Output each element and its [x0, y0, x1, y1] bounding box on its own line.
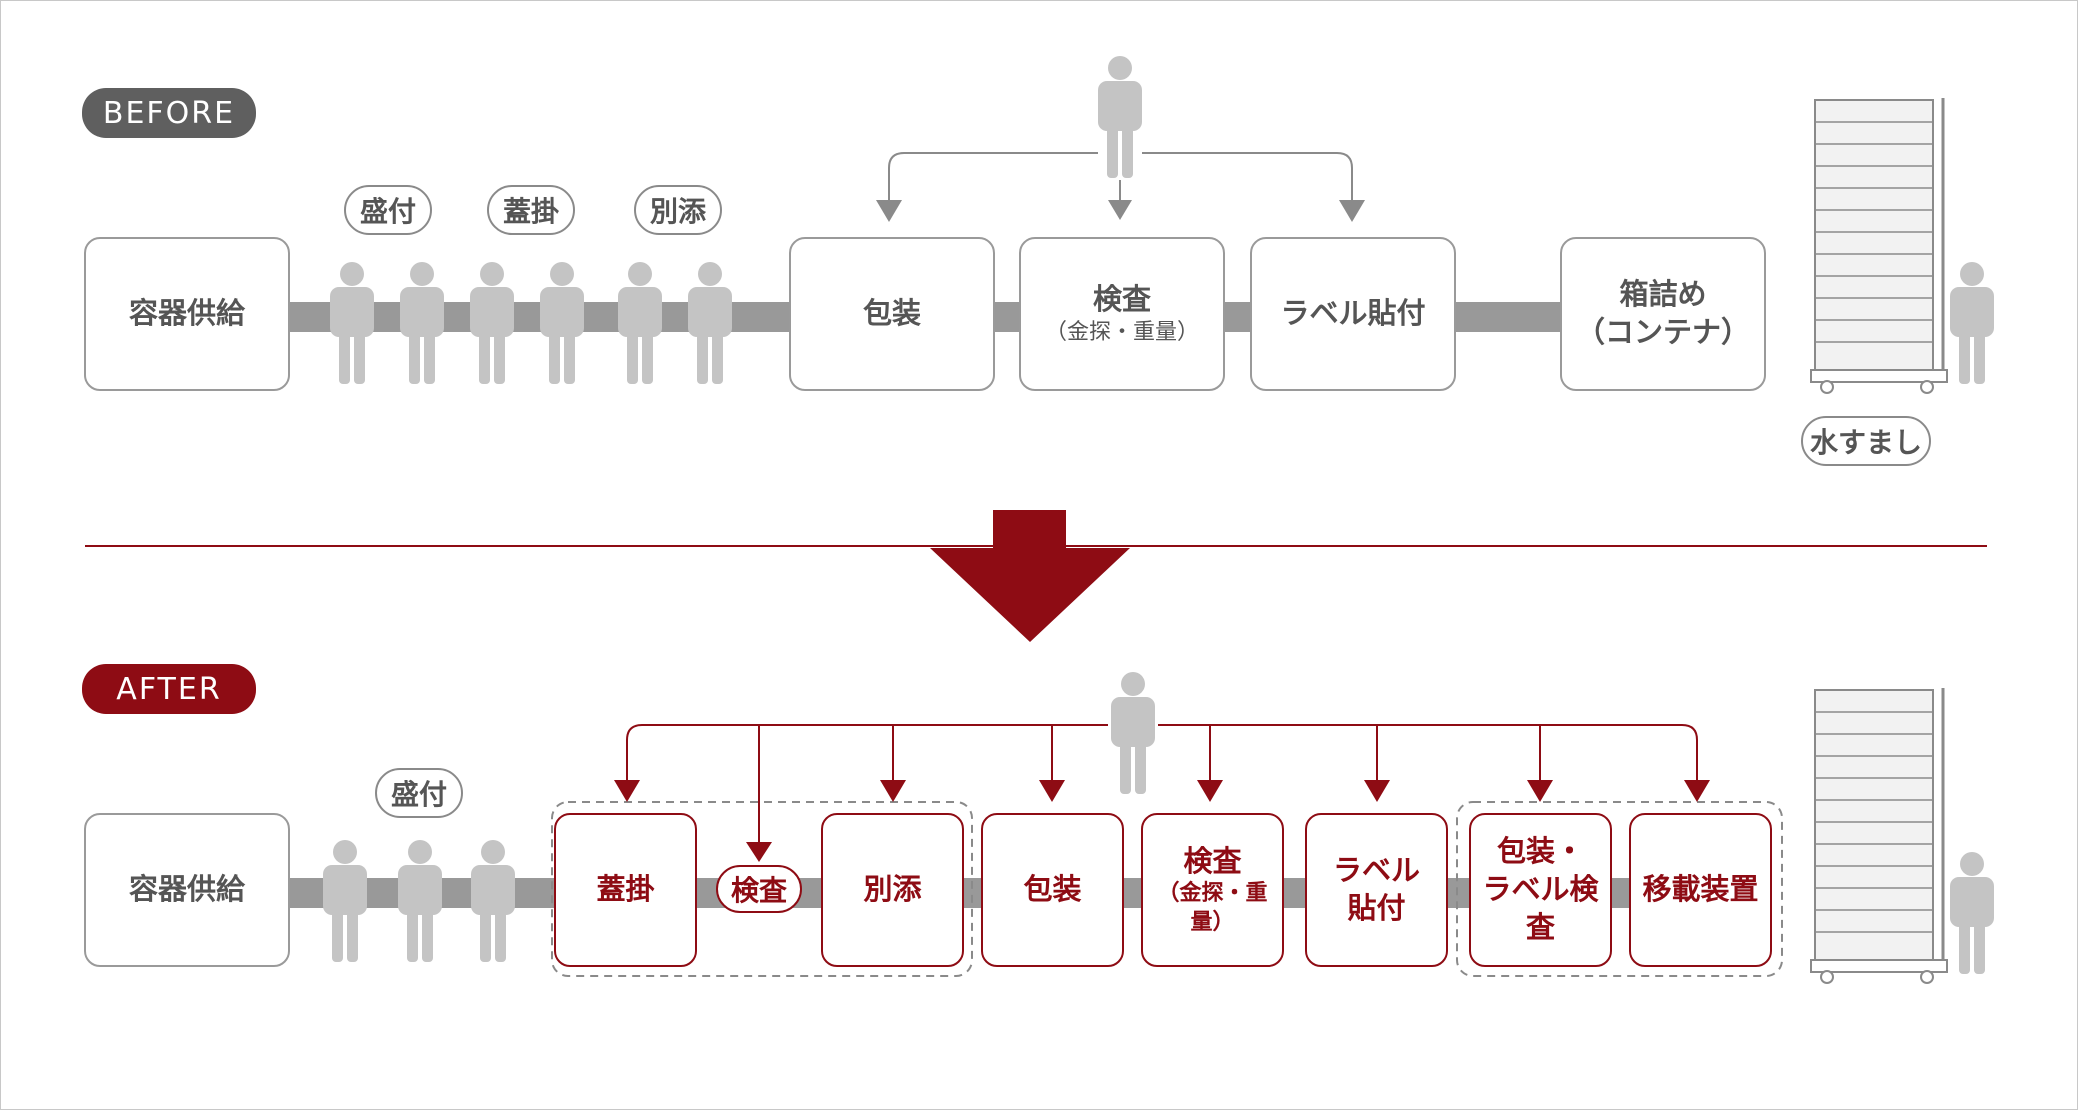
box-packaging-label: 包装	[862, 296, 921, 331]
person-icon	[400, 262, 444, 384]
group-pack-transfer	[1456, 801, 1783, 977]
box-inspection-sub: （金探・重量）	[1044, 319, 1199, 345]
label-bettei: 別添	[634, 185, 722, 235]
after-box-futagake: 蓋掛	[554, 813, 697, 967]
after-conveyor-3	[962, 878, 982, 908]
box-boxing-line2: （コンテナ）	[1575, 315, 1750, 349]
person-icon	[688, 262, 732, 384]
cart-rack-icon	[1809, 686, 1949, 985]
box-inspection-label: 検査	[1092, 281, 1151, 316]
box-label: ラベル貼付	[1250, 237, 1456, 391]
person-icon	[470, 262, 514, 384]
person-icon	[1950, 262, 1994, 384]
after-box-futagake-label: 蓋掛	[596, 872, 655, 907]
after-conveyor-7	[1610, 878, 1630, 908]
cart-rack-icon	[1809, 96, 1949, 395]
label-morituke: 盛付	[344, 185, 432, 235]
label-after-morituke: 盛付	[375, 768, 463, 818]
after-box-bettei-label: 別添	[863, 872, 922, 907]
after-arrowheads	[614, 780, 1710, 862]
before-conveyor-3	[1222, 302, 1252, 332]
box-supply-label: 容器供給	[128, 296, 245, 331]
box-boxing-line1: 箱詰め	[1619, 277, 1707, 312]
after-box-label: ラベル 貼付	[1305, 813, 1448, 967]
person-icon	[1111, 672, 1155, 794]
box-packaging: 包装	[789, 237, 995, 391]
person-icon	[618, 262, 662, 384]
after-box-packaging: 包装	[981, 813, 1124, 967]
after-box-supply-label: 容器供給	[128, 872, 245, 907]
person-icon	[330, 262, 374, 384]
after-box-transfer: 移載装置	[1629, 813, 1772, 967]
person-icon	[540, 262, 584, 384]
after-box-inspection: 検査 （金探・重量）	[1141, 813, 1284, 967]
before-arrows	[888, 152, 1353, 202]
label-mizusumashi: 水すまし	[1801, 416, 1931, 466]
box-label-label: ラベル貼付	[1280, 296, 1426, 331]
after-box-transfer-label: 移載装置	[1642, 872, 1759, 907]
after-box-pack-label-line1: 包装・	[1496, 834, 1584, 869]
before-badge: BEFORE	[82, 88, 256, 138]
after-box-inspection-sub: （金探・重量）	[1157, 881, 1268, 935]
label-inspection-tag: 検査	[716, 865, 802, 913]
group-futagake-bettei	[551, 801, 973, 977]
after-box-packaging-label: 包装	[1023, 872, 1082, 907]
after-box-pack-label-line2: ラベル検査	[1482, 872, 1599, 944]
label-futagake: 蓋掛	[487, 185, 575, 235]
box-boxing: 箱詰め （コンテナ）	[1560, 237, 1766, 391]
before-conveyor-4	[1455, 302, 1562, 332]
after-conveyor-4	[1122, 878, 1142, 908]
after-arrows	[626, 724, 1698, 842]
after-box-label-line1: ラベル	[1332, 853, 1420, 888]
after-box-inspection-label: 検査	[1183, 843, 1242, 878]
after-box-pack-label: 包装・ ラベル検査	[1469, 813, 1612, 967]
box-supply: 容器供給	[84, 237, 290, 391]
cart-shelves	[1815, 121, 1933, 343]
after-box-supply: 容器供給	[84, 813, 290, 967]
person-icon	[1950, 852, 1994, 974]
box-inspection: 検査 （金探・重量）	[1019, 237, 1225, 391]
after-box-bettei: 別添	[821, 813, 964, 967]
cart-shelves	[1815, 711, 1933, 933]
before-arrowheads	[876, 200, 1365, 222]
person-icon	[398, 840, 442, 962]
after-conveyor-5	[1282, 878, 1306, 908]
after-box-label-line2: 貼付	[1347, 891, 1406, 925]
person-icon	[1098, 56, 1142, 178]
person-icon	[323, 840, 367, 962]
after-badge: AFTER	[82, 664, 256, 714]
down-arrow-icon	[930, 510, 1130, 642]
before-conveyor-2	[990, 302, 1020, 332]
person-icon	[471, 840, 515, 962]
